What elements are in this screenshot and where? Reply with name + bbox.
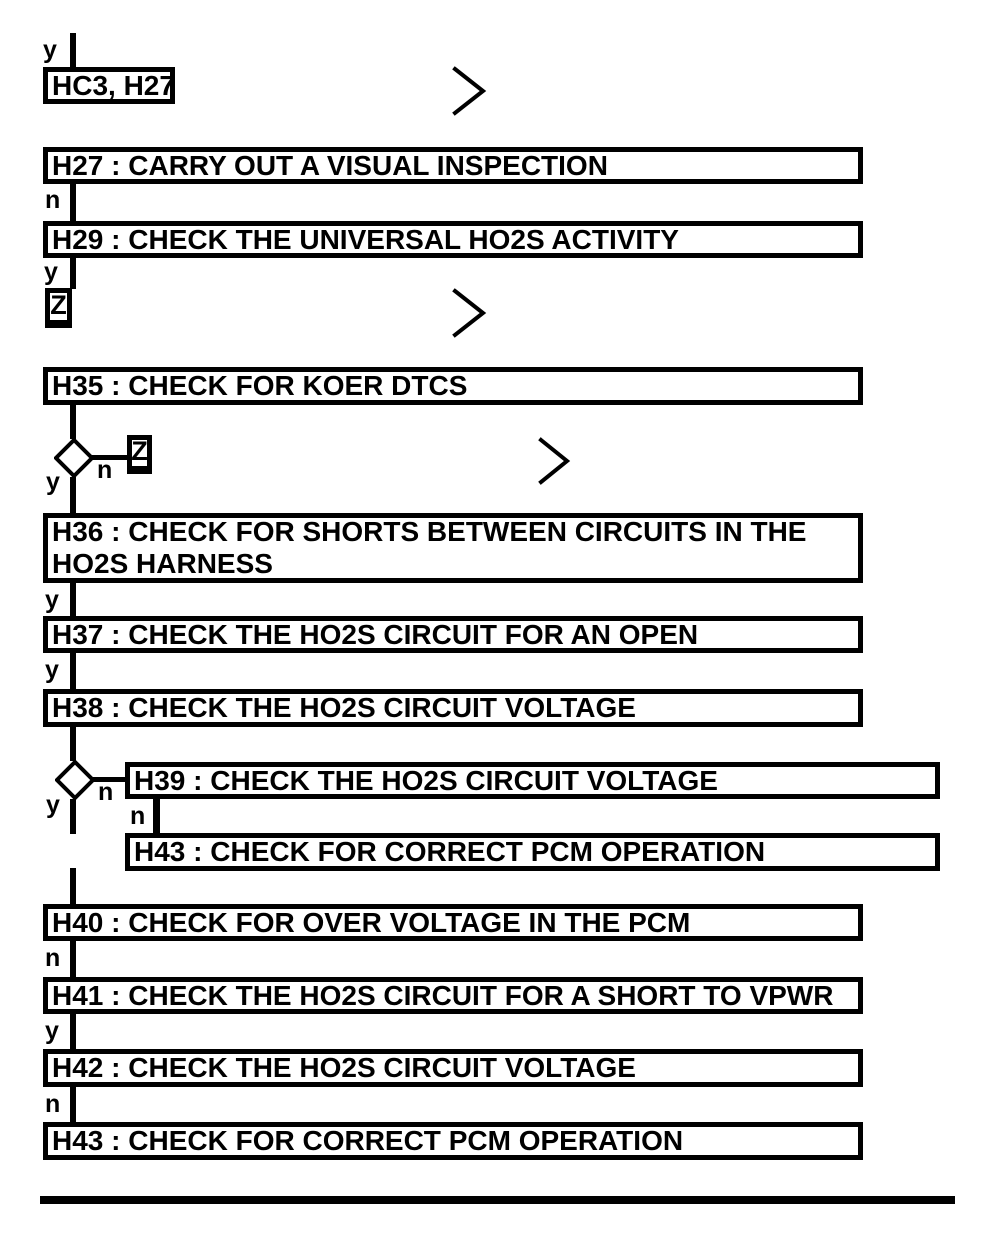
step-box-h40: H40 : CHECK FOR OVER VOLTAGE IN THE PCM — [43, 904, 863, 941]
branch-label-d2-n: n — [98, 778, 114, 806]
branch-label-h37-y: y — [45, 656, 59, 684]
branch-label-d1-y: y — [46, 468, 60, 496]
connector-box-hc3-h27: HC3, H27 — [43, 67, 175, 104]
decision-diamond-icon — [55, 760, 95, 800]
flow-line-h27-h29 — [70, 183, 76, 222]
flow-line-h35-decision — [70, 404, 76, 439]
flow-line-d2-h40-upper — [70, 799, 76, 834]
flow-line-h29-z — [70, 257, 76, 289]
step-box-h29: H29 : CHECK THE UNIVERSAL HO2S ACTIVITY — [43, 221, 863, 258]
flow-line-h36-h37 — [70, 582, 76, 617]
branch-label-h36-y: y — [45, 586, 59, 614]
flow-line-h40-h41 — [70, 940, 76, 978]
branch-label-h39-n: n — [130, 802, 146, 830]
branch-label-d2-y: y — [46, 791, 60, 819]
step-box-h36: H36 : CHECK FOR SHORTS BETWEEN CIRCUITS … — [43, 513, 863, 583]
page-bottom-rule — [40, 1196, 955, 1204]
branch-line-d2-no — [93, 777, 125, 782]
entry-branch-label: y — [43, 36, 57, 64]
branch-label-h41-y: y — [45, 1017, 59, 1045]
decision-diamond-icon — [54, 438, 94, 478]
flow-line-h39-h43 — [153, 798, 160, 834]
flow-line-d1-h36 — [70, 477, 76, 514]
flow-line-h42-h43 — [70, 1086, 76, 1123]
entry-flow-line — [70, 33, 76, 70]
flow-line-h41-h42 — [70, 1013, 76, 1050]
branch-label-h29-y: y — [44, 258, 58, 286]
step-box-h27: H27 : CARRY OUT A VISUAL INSPECTION — [43, 147, 863, 184]
branch-label-h27-n: n — [45, 186, 61, 214]
step-box-h42: H42 : CHECK THE HO2S CIRCUIT VOLTAGE — [43, 1049, 863, 1087]
offpage-connector-z1: Z — [45, 288, 72, 328]
step-box-h38: H38 : CHECK THE HO2S CIRCUIT VOLTAGE — [43, 689, 863, 727]
step-box-h41: H41 : CHECK THE HO2S CIRCUIT FOR A SHORT… — [43, 977, 863, 1014]
step-box-h43a: H43 : CHECK FOR CORRECT PCM OPERATION — [125, 833, 940, 871]
branch-label-h42-n: n — [45, 1090, 61, 1118]
step-box-h43b: H43 : CHECK FOR CORRECT PCM OPERATION — [43, 1122, 863, 1160]
step-box-h36-line2: HO2S HARNESS — [52, 548, 273, 579]
step-box-h36-line1: H36 : CHECK FOR SHORTS BETWEEN CIRCUITS … — [52, 516, 807, 547]
flow-line-h38-decision — [70, 726, 76, 761]
step-box-h37: H37 : CHECK THE HO2S CIRCUIT FOR AN OPEN — [43, 616, 863, 653]
offpage-connector-z2: Z — [127, 435, 152, 474]
step-box-h39: H39 : CHECK THE HO2S CIRCUIT VOLTAGE — [125, 762, 940, 799]
branch-label-d1-n: n — [97, 456, 113, 484]
step-box-h35: H35 : CHECK FOR KOER DTCS — [43, 367, 863, 405]
chevron-right-icon — [452, 66, 487, 116]
flow-line-h37-h38 — [70, 652, 76, 690]
chevron-right-icon — [538, 437, 571, 485]
branch-line-d1-no — [92, 455, 128, 460]
flow-line-d2-h40-lower — [70, 868, 76, 905]
branch-label-h40-n: n — [45, 944, 61, 972]
chevron-right-icon — [452, 288, 487, 338]
